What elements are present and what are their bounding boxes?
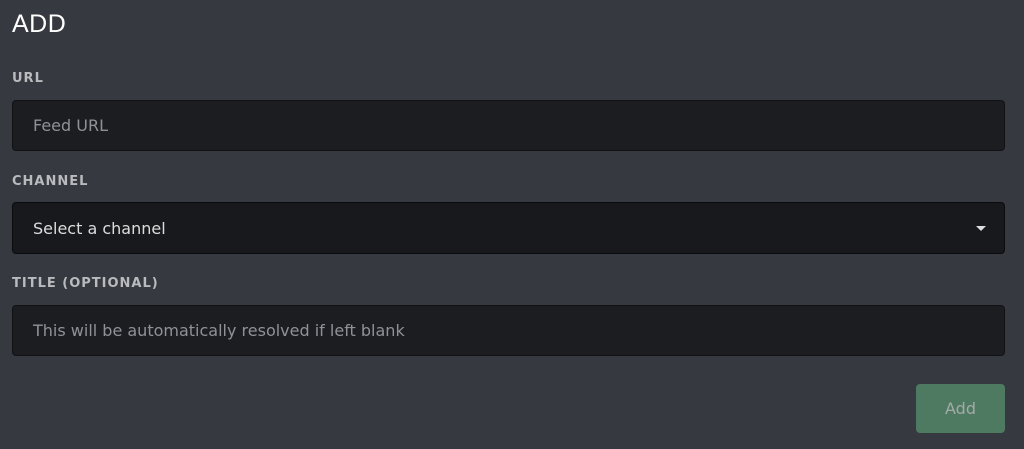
title-label: TITLE (OPTIONAL) <box>12 276 159 291</box>
title-input[interactable] <box>12 305 1005 356</box>
page-title: ADD <box>12 10 67 38</box>
url-label: URL <box>12 71 44 86</box>
channel-label: CHANNEL <box>12 174 89 189</box>
url-input[interactable] <box>12 100 1005 151</box>
channel-select-value: Select a channel <box>33 218 166 238</box>
channel-select[interactable]: Select a channel <box>12 202 1005 254</box>
caret-down-icon <box>976 225 986 231</box>
add-button[interactable]: Add <box>916 384 1005 433</box>
